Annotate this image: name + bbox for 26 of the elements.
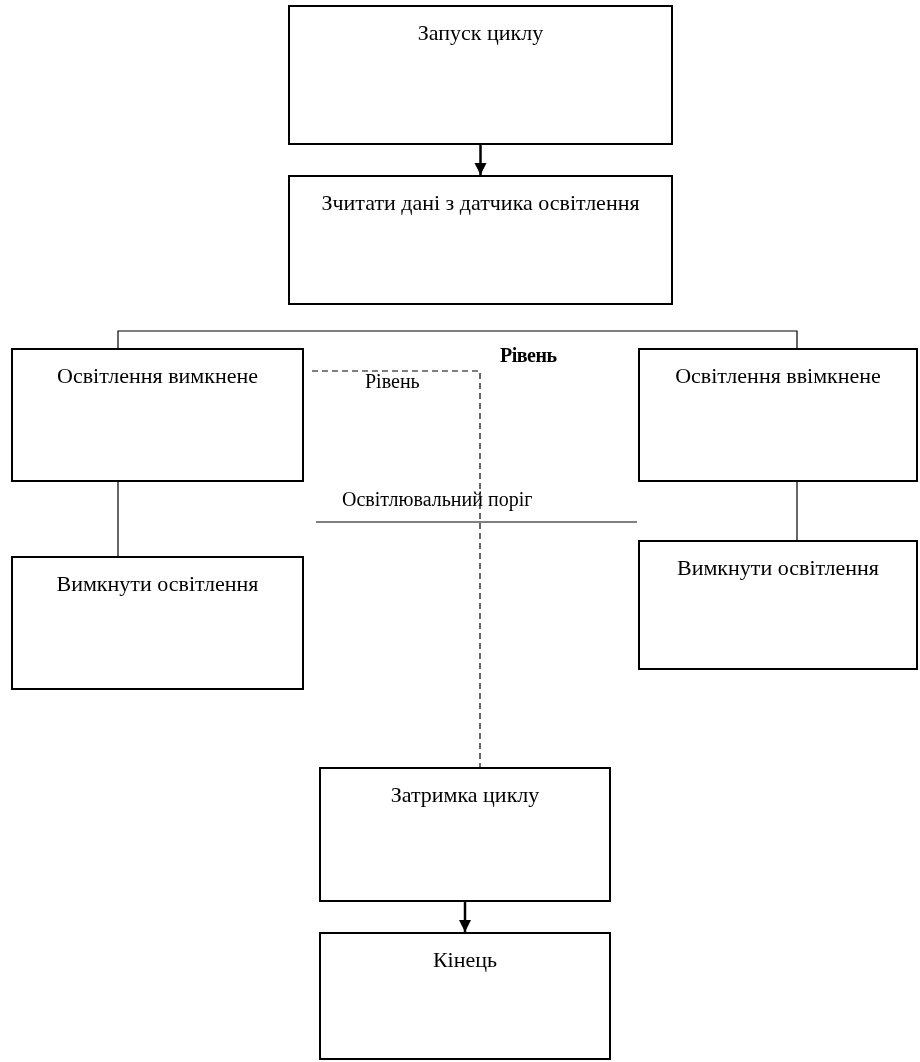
- process-box: [11, 556, 304, 690]
- connector-line: [457, 330, 798, 349]
- process-box: [319, 932, 611, 1060]
- process-box: [11, 348, 304, 482]
- connector-line: [117, 481, 119, 557]
- dashed-connector: [311, 370, 481, 768]
- box-text: Освітлення ввімкнене: [675, 362, 881, 390]
- connector-line: [796, 481, 798, 541]
- arrow: [458, 902, 472, 932]
- process-box: [638, 348, 918, 482]
- text-label: Рівень: [500, 343, 557, 368]
- process-box: [319, 767, 611, 902]
- text-label: Освітлювальний поріг: [342, 487, 533, 513]
- text-label: Рівень: [365, 369, 420, 394]
- process-box: [638, 540, 918, 670]
- box-text: Вимкнути освітлення: [56, 570, 259, 598]
- box-text: Кінець: [432, 946, 498, 974]
- box-text: Зчитати дані з датчика освітлення: [321, 189, 640, 217]
- process-box: [288, 175, 673, 305]
- process-box: [288, 5, 673, 145]
- box-text: Освітлення вимкнене: [57, 362, 258, 390]
- box-text: Запуск циклу: [417, 19, 544, 47]
- box-text: Затримка циклу: [390, 781, 540, 809]
- arrow: [474, 145, 487, 175]
- box-text: Вимкнути освітлення: [677, 554, 879, 582]
- connector-line: [117, 330, 459, 349]
